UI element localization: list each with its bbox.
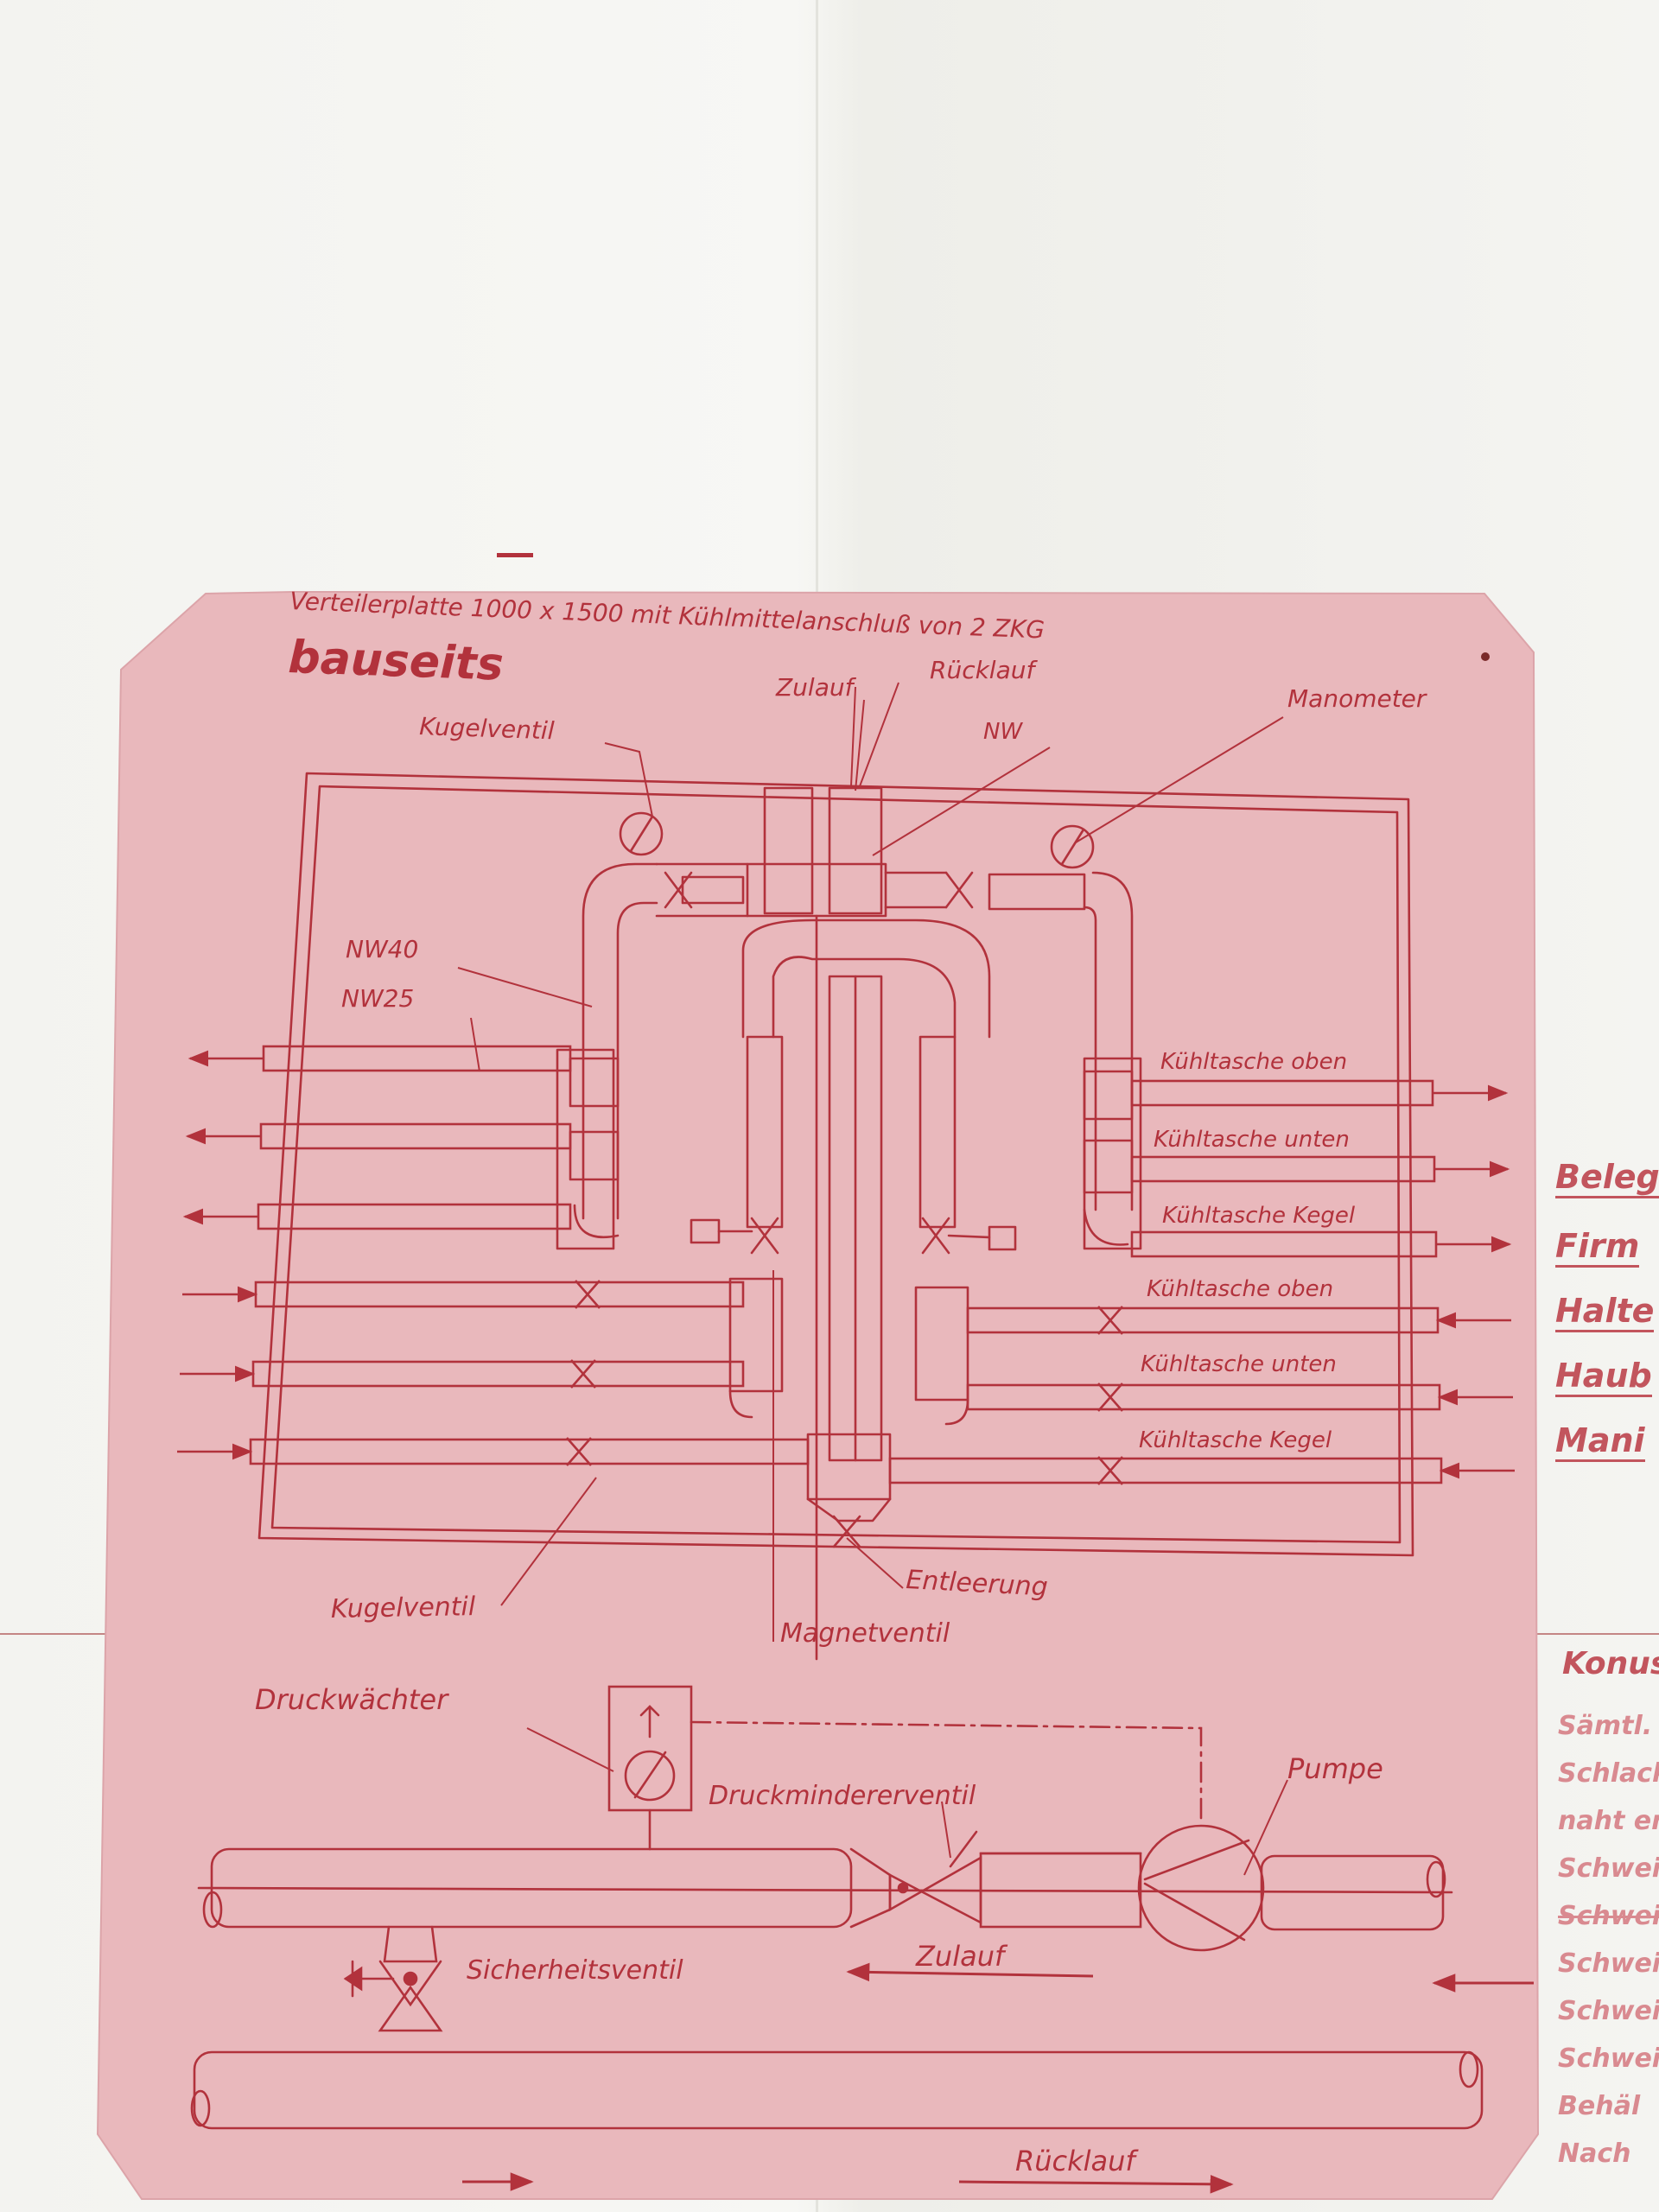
adjacent-note-line: Nach [1558,2139,1631,2169]
label-manometer: Manometer [1287,684,1427,713]
drawing-heading: bauseits [288,632,505,691]
label-druckmindererventil: Druckmindererventil [709,1781,976,1811]
outlet-label-2: Kühltasche unten [1154,1127,1350,1153]
manometer-left [619,811,664,856]
right-outlet-pipe [1130,1230,1512,1258]
right-outlet-pipe [888,1456,1515,1485]
left-outlet-pipe [180,1359,745,1389]
right-outlet-pipe [1130,1079,1509,1107]
outlet-label-6: Kühltasche Kegel [1139,1427,1332,1453]
adjacent-section-heading: Konus [1562,1646,1659,1681]
magnetventil-left [750,1217,779,1255]
kugelventil-top-left [664,871,693,909]
pump-symbol [1137,1824,1265,1952]
label-kugelventil-top: Kugelventil [419,712,555,745]
adjacent-note-line: naht en [1558,1806,1659,1836]
dot-mark [1481,652,1490,661]
label-ruecklauf-bottom: Rücklauf [1015,2145,1139,2177]
label-entleerung: Entleerung [906,1565,1049,1603]
zulauf-arrow [846,1962,1094,1982]
left-outlet-pipe [182,1203,572,1230]
adjacent-list-item-1: Beleg [1555,1158,1659,1198]
right-outlet-pipe [1130,1155,1510,1183]
right-outlet-pipe [966,1382,1513,1412]
entleerung-valve [832,1515,861,1548]
adjacent-list-item-2: Firm [1555,1227,1640,1268]
left-outlet-pipe [177,1437,810,1466]
label-sicherheitsventil: Sicherheitsventil [467,1955,683,1986]
left-supply-elbow [582,862,658,1220]
kugelventil-top-right [944,871,974,909]
adjacent-note-line: Schwei [1558,1901,1659,1931]
adjacent-note-line: Schwei [1558,1996,1659,2026]
adjacent-list-item-5: Mani [1555,1421,1645,1462]
adjacent-note-line: Schlack [1558,1758,1659,1789]
sicherheitsventil-symbol [378,1925,443,2032]
label-druckwaechter: Druckwächter [255,1683,449,1716]
adjacent-list-item-3: Halte [1555,1292,1655,1332]
outlet-label-4: Kühltasche oben [1147,1276,1333,1302]
ruecklauf-arrow [958,2174,1234,2194]
pink-schematic-sheet [96,590,1540,2200]
adjacent-note-line: Behäl [1558,2091,1641,2121]
outlet-label-1: Kühltasche oben [1160,1049,1347,1075]
y-split [741,918,991,1039]
frame-inner [270,785,1402,1544]
adjacent-list-item-4: Haub [1555,1357,1652,1397]
pen-mark [497,553,533,557]
return-pipe-bottom [193,2050,1484,2130]
outlet-label-5: Kühltasche unten [1141,1351,1337,1377]
outlet-label-3: Kühltasche Kegel [1162,1203,1356,1229]
left-outlet-pipe [185,1122,572,1150]
right-supply-elbow [1083,871,1134,1211]
zulauf-riser [763,786,814,915]
adjacent-note-line: Sämtl. [1558,1711,1653,1741]
right-outlet-pipe [966,1306,1511,1335]
left-outlet-pipe [182,1280,745,1309]
label-nw25: NW25 [341,984,414,1013]
left-outlet-pipe [188,1045,572,1072]
label-nw: NW [983,719,1023,745]
control-line [690,1720,1203,1825]
adjacent-note-line: Schwei [1558,2044,1659,2074]
label-zulauf-top: Zulauf [775,673,857,702]
label-kugelventil-bottom: Kugelventil [331,1592,477,1624]
label-pumpe: Pumpe [1287,1752,1383,1785]
label-magnetventil: Magnetventil [780,1618,950,1649]
adjacent-note-line: Schweiß [1558,1853,1659,1884]
adjacent-note-line: Schwei [1558,1948,1659,1979]
label-nw40: NW40 [346,935,418,963]
label-ruecklauf-top: Rücklauf [930,656,1038,684]
magnetventil-right [921,1217,950,1255]
manometer-right [1050,824,1095,869]
label-zulauf-bottom: Zulauf [915,1940,1008,1973]
